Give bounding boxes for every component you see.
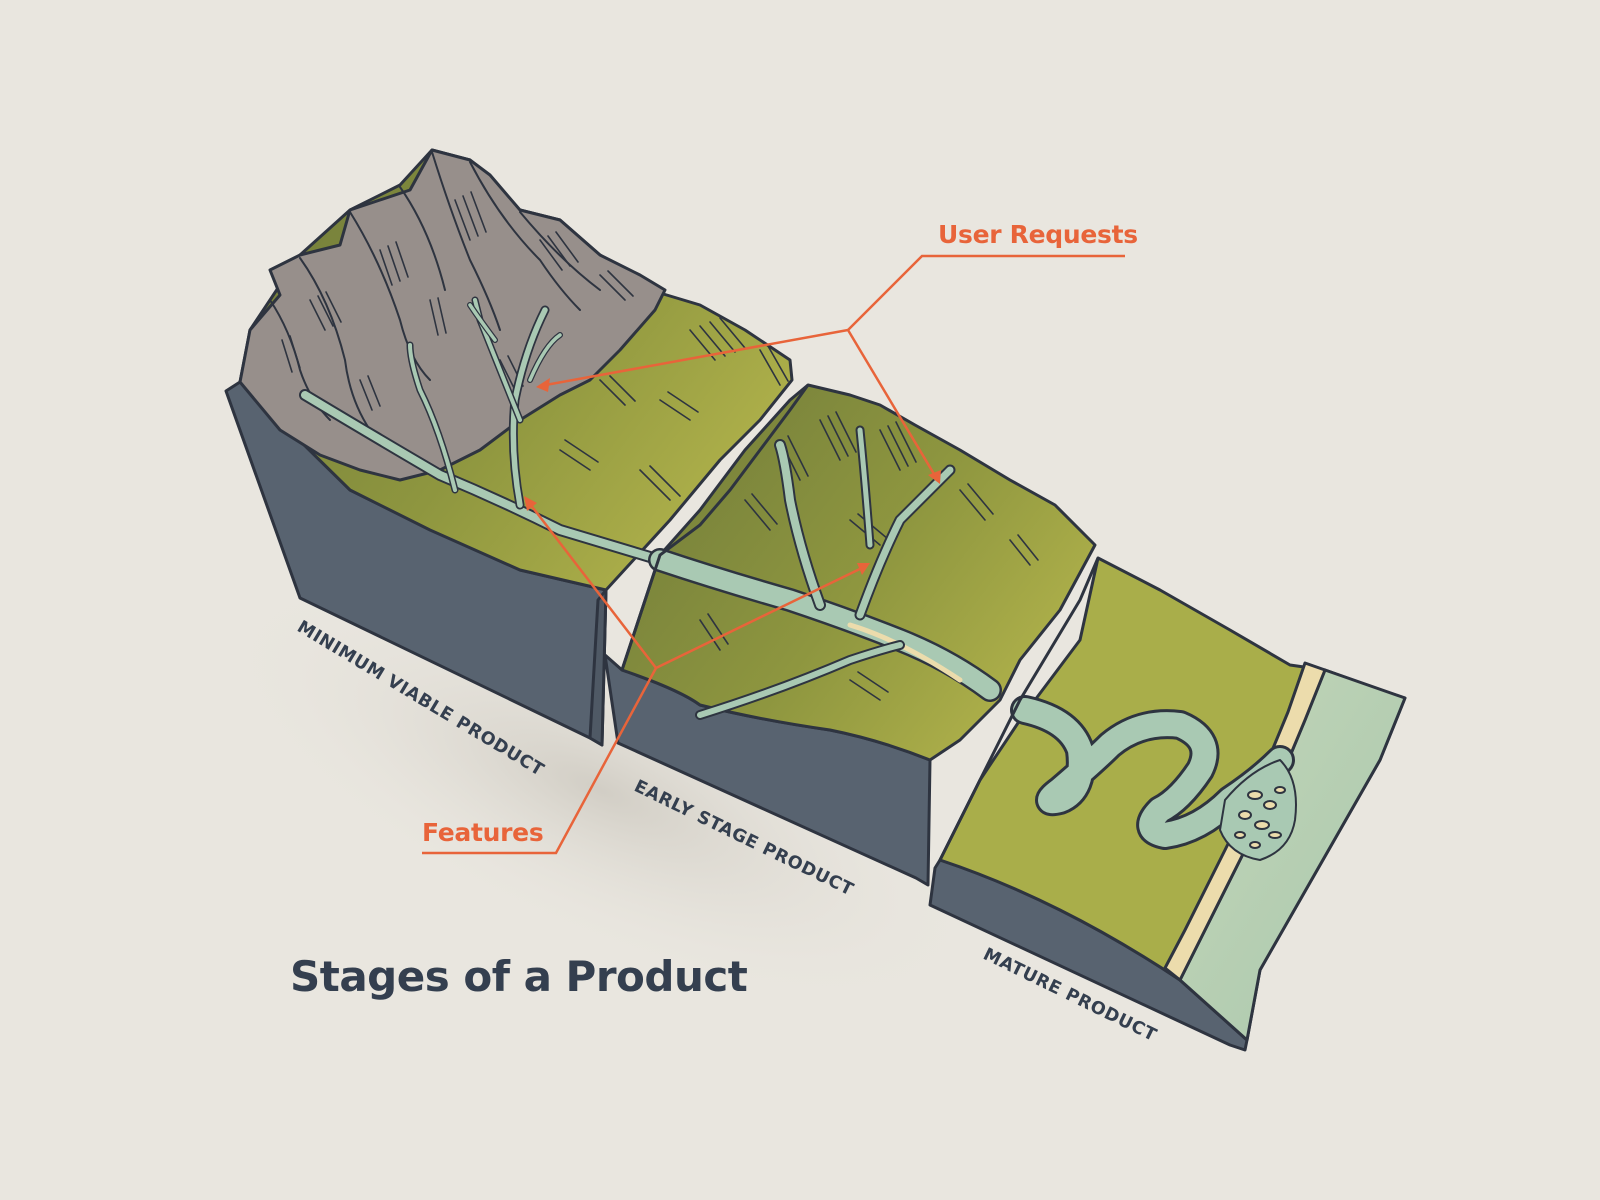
user-requests-leader-2 <box>846 329 939 480</box>
features-leader-1 <box>526 499 657 669</box>
mvp-grass-hatching <box>559 317 789 501</box>
arrowhead-features-1 <box>524 496 537 511</box>
callout-lines <box>422 254 1125 855</box>
user-requests-leader-1 <box>539 328 849 388</box>
features-label: Features <box>422 818 544 847</box>
arrowhead-user-1 <box>536 378 550 392</box>
mature-river <box>1010 695 1295 850</box>
mvp-rock-hatching <box>281 191 634 411</box>
features-underline <box>422 667 658 855</box>
user-requests-underline <box>847 254 1125 331</box>
mature-delta <box>1219 759 1297 861</box>
arrowhead-features-2 <box>857 563 870 575</box>
mvp-rock-ridges <box>269 151 601 431</box>
diagram-title: Stages of a Product <box>290 952 748 1001</box>
features-leader-2 <box>655 564 867 670</box>
arrowhead-user-2 <box>928 470 941 484</box>
callout-arrowheads <box>524 378 941 575</box>
mvp-block <box>224 148 794 747</box>
early-grass-hatching <box>699 411 1039 701</box>
user-requests-label: User Requests <box>938 220 1138 249</box>
block-gaps <box>620 384 1100 861</box>
ground-shadow <box>211 571 989 1009</box>
early-river <box>648 425 1002 720</box>
mvp-river <box>299 296 666 566</box>
